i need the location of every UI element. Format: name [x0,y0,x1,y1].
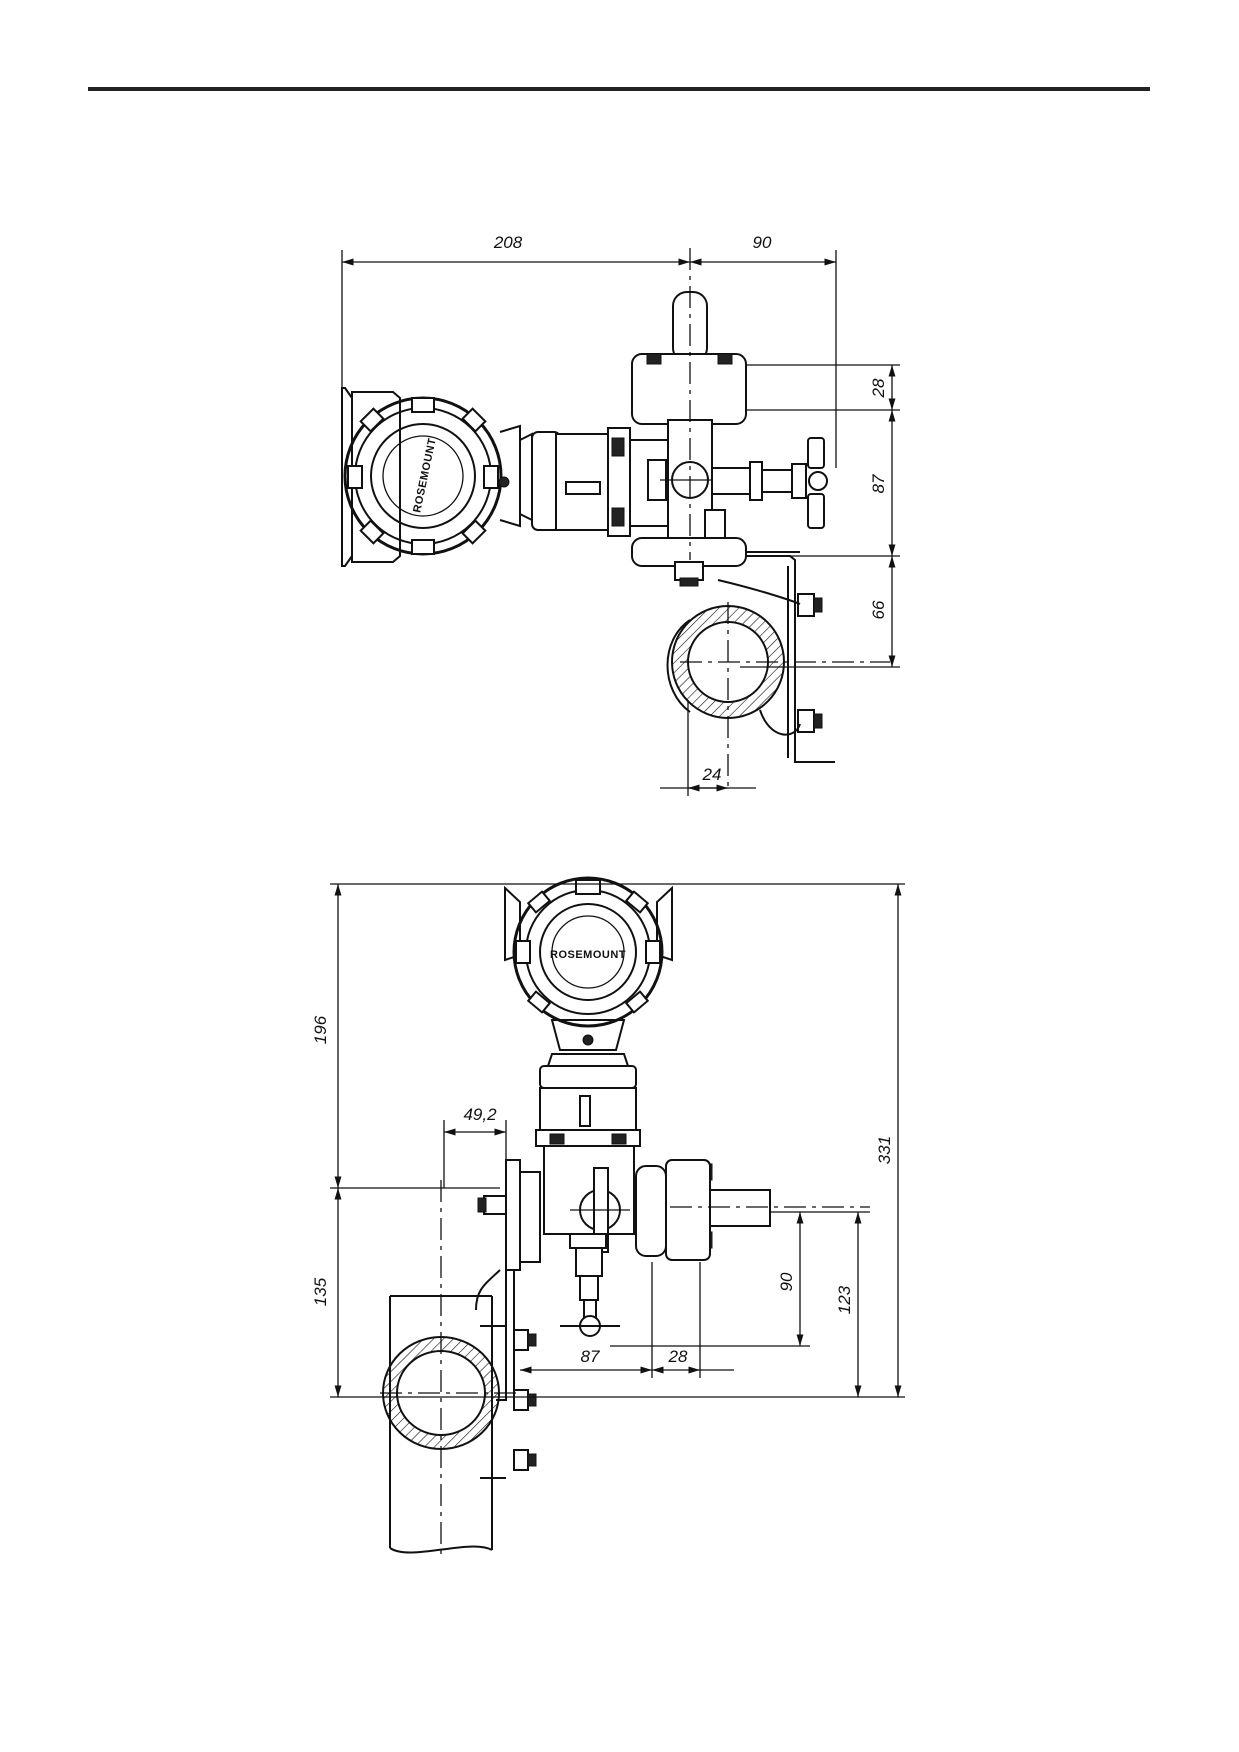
dim-135: 135 [311,1277,330,1306]
dim-87-top: 87 [869,474,888,493]
dim-28-top: 28 [869,378,888,398]
front-dimensions: 196 135 331 49,2 90 123 87 28 [311,883,905,1398]
dim-123: 123 [835,1285,854,1314]
front-sensor-module [535,1053,870,1337]
dim-331: 331 [875,1136,894,1164]
front-head-lugs [515,879,661,1014]
top-logo: ROSEMOUNT [411,437,439,514]
sensor-module [519,427,671,537]
mounting-bracket [631,537,835,763]
front-logo: ROSEMOUNT [550,949,626,961]
transmitter-head: ROSEMOUNT [341,387,521,567]
head-lugs [347,397,499,555]
pipe-section [666,602,890,790]
dim-87-front: 87 [581,1347,600,1366]
top-view: ROSEMOUNT [341,233,900,796]
top-dimensions: 208 90 28 87 66 24 [341,233,900,796]
front-view: ROSEMOUNT [311,876,905,1560]
dim-90-front: 90 [777,1272,796,1291]
dim-90-top: 90 [753,233,772,252]
dim-196: 196 [311,1015,330,1044]
dim-66: 66 [869,600,888,619]
front-pipe [380,1180,520,1560]
dim-208: 208 [493,233,523,252]
front-transmitter-head: ROSEMOUNT [504,876,673,1051]
dim-49-2: 49,2 [463,1105,497,1124]
dim-28-front: 28 [668,1347,688,1366]
dim-24: 24 [702,765,722,784]
front-mounting-bracket [475,1159,541,1479]
